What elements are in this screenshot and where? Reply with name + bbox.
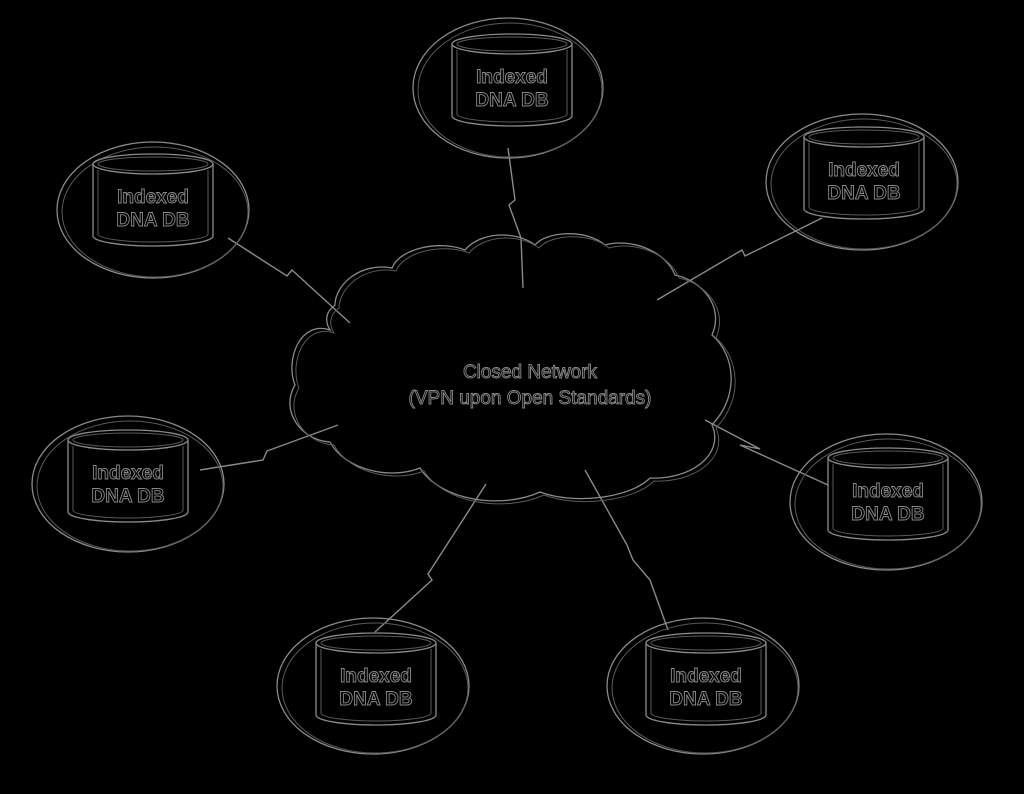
node-ring	[412, 17, 604, 159]
network-links	[199, 147, 829, 633]
link-bottom-right	[584, 469, 669, 631]
db-label-line2: DNA DB	[827, 183, 900, 204]
node-ring-inner	[770, 118, 958, 250]
node-ring	[765, 113, 959, 251]
node-ring-inner	[794, 438, 982, 570]
database-icon	[67, 429, 189, 523]
db-label-line1: Indexed	[117, 187, 189, 208]
node-ring	[31, 415, 225, 553]
db-label-line1: Indexed	[670, 666, 742, 687]
node-ring-inner	[417, 22, 603, 158]
db-label-line2: DNA DB	[91, 486, 164, 507]
node-ring-inner	[611, 622, 799, 754]
link-right	[704, 419, 829, 486]
database-icon	[803, 126, 925, 220]
database-icon	[315, 632, 437, 726]
cloud: Closed Network (VPN upon Open Standards)	[289, 233, 736, 505]
node-ring	[56, 141, 250, 279]
database-icon	[827, 447, 949, 541]
db-label-line2: DNA DB	[116, 210, 189, 231]
db-label-line1: Indexed	[340, 666, 412, 687]
node-ring	[789, 433, 983, 571]
node-ring	[606, 617, 800, 755]
link-top-left	[227, 237, 351, 324]
db-label-line1: Indexed	[92, 463, 164, 484]
link-top	[507, 147, 524, 289]
db-label-line2: DNA DB	[851, 504, 924, 525]
link-bottom-left	[374, 483, 487, 633]
cloud-label-line1: Closed Network	[463, 362, 598, 383]
cloud-label-line2: (VPN upon Open Standards)	[409, 388, 652, 409]
node-ring-inner	[36, 420, 224, 552]
db-label-line1: Indexed	[828, 160, 900, 181]
node-ring	[276, 617, 470, 755]
db-label-line2: DNA DB	[475, 90, 548, 111]
db-label-line1: Indexed	[852, 481, 924, 502]
node-ring-inner	[281, 622, 469, 754]
database-icon	[451, 33, 573, 127]
db-label-line1: Indexed	[476, 67, 548, 88]
link-left	[199, 424, 339, 471]
node-ring-inner	[61, 146, 249, 278]
db-label-line2: DNA DB	[339, 689, 412, 710]
cloud-shadow	[293, 236, 736, 505]
database-icon	[645, 632, 767, 726]
link-top-right	[656, 217, 823, 301]
database-icon	[92, 153, 214, 247]
db-label-line2: DNA DB	[669, 689, 742, 710]
